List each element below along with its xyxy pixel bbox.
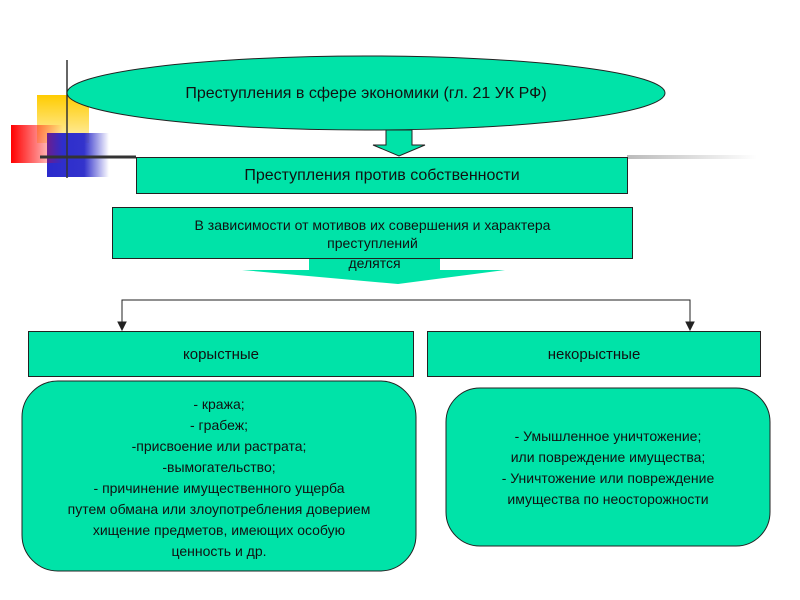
branch-connector	[117, 299, 695, 332]
list-item: имущества по неосторожности	[507, 491, 709, 507]
property-crimes-box: Преступления против собственности	[136, 157, 628, 194]
list-item: - грабеж;	[190, 417, 248, 433]
list-item: - причинение имущественного ущерба	[93, 480, 345, 496]
criteria-line: делятся	[348, 255, 401, 271]
list-item: - Умышленное уничтожение;	[514, 428, 702, 444]
mercenary-list: - кража; - грабеж; -присвоение или растр…	[22, 394, 416, 562]
non-mercenary-list: - Умышленное уничтожение; или повреждени…	[446, 426, 770, 510]
list-item: -вымогательство;	[162, 459, 276, 475]
list-item: ценность и др.	[171, 543, 267, 559]
right-list-box	[445, 387, 771, 547]
criteria-box: В зависимости от мотивов их совершения и…	[112, 207, 633, 259]
arrow-down-icon	[242, 258, 505, 284]
title-text: Преступления в сфере экономики (гл. 21 У…	[185, 84, 547, 102]
list-item: или повреждение имущества;	[510, 449, 706, 465]
branch-mercenary: корыстные	[28, 331, 414, 377]
title-ellipse	[66, 55, 666, 131]
criteria-line: преступлений	[327, 235, 418, 251]
list-item: -присвоение или растрата;	[131, 438, 307, 454]
left-list-box	[21, 380, 417, 572]
branch-non-mercenary: некорыстные	[427, 331, 761, 377]
list-item: путем обмана или злоупотребления доверие…	[67, 501, 371, 517]
list-item: хищение предметов, имеющих особую	[92, 522, 346, 538]
list-item: - кража;	[193, 396, 245, 412]
list-item: - Уничтожение или повреждение	[501, 470, 715, 486]
criteria-line: В зависимости от мотивов их совершения и…	[194, 217, 551, 233]
arrow-down-icon	[372, 129, 426, 157]
